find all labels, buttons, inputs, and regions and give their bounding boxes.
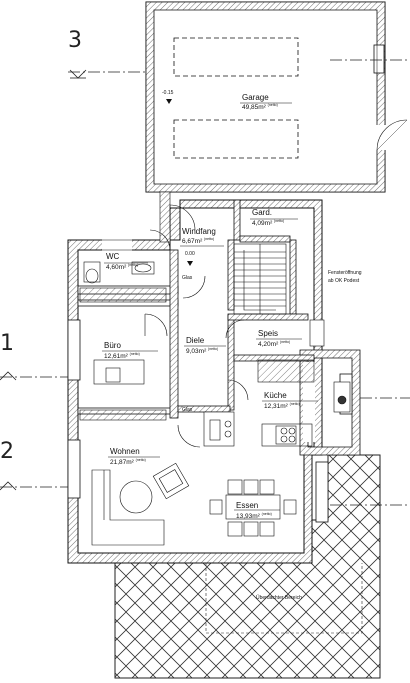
level-label-garage: -0.15 bbox=[162, 90, 174, 96]
kitchen-fixtures bbox=[261, 381, 351, 447]
section-marker-2: 2 bbox=[0, 439, 14, 464]
wc-fixtures bbox=[83, 261, 155, 284]
room-name-gard: Gard. bbox=[252, 208, 273, 217]
note-covered-area: Überdachter Bereich bbox=[256, 595, 302, 601]
room-area-speis: 4,20m² (netto) bbox=[258, 340, 291, 349]
dining-set bbox=[209, 479, 297, 537]
garage-structure bbox=[145, 1, 408, 193]
room-name-buero: Büro bbox=[104, 341, 121, 350]
room-name-wc: WC bbox=[106, 252, 120, 261]
room-name-garage: Garage bbox=[242, 93, 269, 102]
covered-terrace bbox=[114, 454, 381, 679]
room-area-wc: 4,60m² (netto) bbox=[106, 263, 139, 272]
section-marker-1: 1 bbox=[0, 331, 14, 356]
room-area-wohnen: 21,87m² (netto) bbox=[110, 458, 146, 467]
section-arrows bbox=[0, 69, 87, 491]
note-glas-2: Glas bbox=[182, 407, 193, 413]
note-window-opening-1: Fensteröffnung bbox=[328, 270, 362, 276]
room-name-wohnen: Wohnen bbox=[110, 447, 140, 456]
room-area-garage: 49,85m² (netto) bbox=[242, 103, 278, 112]
note-window-opening-2: ab OK Podest bbox=[328, 278, 360, 284]
room-name-windfang: Windfang bbox=[182, 227, 216, 236]
room-name-kueche: Küche bbox=[264, 391, 287, 400]
room-area-essen: 13,93m² (netto) bbox=[236, 512, 272, 521]
room-area-diele: 9,03m² (netto) bbox=[186, 347, 219, 356]
office-furniture bbox=[93, 359, 145, 385]
doors bbox=[144, 204, 249, 448]
level-markers bbox=[166, 99, 193, 266]
level-label-entry: 0.00 bbox=[185, 251, 195, 257]
room-name-speis: Speis bbox=[258, 329, 279, 338]
section-lines bbox=[0, 59, 410, 506]
room-name-essen: Essen bbox=[236, 501, 259, 510]
room-area-kueche: 12,31m² (netto) bbox=[264, 402, 300, 411]
label-underlines bbox=[102, 102, 318, 511]
room-area-windfang: 6,67m² (netto) bbox=[182, 237, 215, 246]
built-in-cabinets bbox=[79, 287, 315, 447]
room-name-diele: Diele bbox=[186, 336, 205, 345]
room-area-gard: 4,09m² (netto) bbox=[252, 219, 285, 228]
staircase bbox=[233, 243, 287, 315]
room-area-buero: 12,61m² (netto) bbox=[104, 352, 140, 361]
living-furniture bbox=[91, 462, 190, 546]
note-glas-1: Glas bbox=[182, 275, 193, 281]
section-marker-3: 3 bbox=[68, 28, 82, 53]
